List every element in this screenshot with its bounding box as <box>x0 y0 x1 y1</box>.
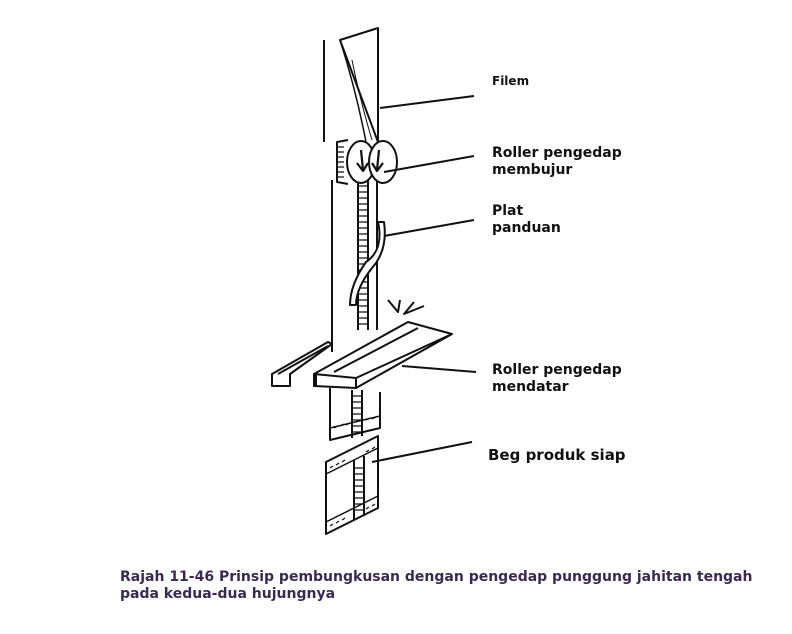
guide-plate <box>349 221 386 306</box>
label-guide-plate-line2: panduan <box>492 220 561 236</box>
caption-line1: Rajah 11-46 Prinsip pembungkusan dengan … <box>120 569 753 585</box>
horizontal-sealing-roller <box>271 299 453 389</box>
label-vertical-roller-line2: membujur <box>492 162 573 178</box>
label-film: Filem <box>492 74 530 88</box>
figure-caption: Rajah 11-46 Prinsip pembungkusan dengan … <box>120 569 760 603</box>
film-roll <box>323 27 379 143</box>
label-vertical-roller-line1: Roller pengedap <box>492 145 622 161</box>
label-finished-bag: Beg produk siap <box>488 446 626 464</box>
label-guide-plate-line1: Plat <box>492 203 524 219</box>
leader-lines <box>371 95 477 463</box>
label-guide-plate: Plat panduan <box>492 203 561 237</box>
bag-being-formed <box>329 388 381 441</box>
label-horizontal-roller: Roller pengedap mendatar <box>492 362 622 396</box>
vertical-sealing-roller <box>336 139 398 185</box>
caption-line2: pada kedua-dua hujungnya <box>120 586 336 602</box>
label-vertical-roller: Roller pengedap membujur <box>492 145 622 179</box>
label-horizontal-roller-line2: mendatar <box>492 379 569 395</box>
finished-bag <box>325 435 379 535</box>
vertical-seam <box>357 180 369 330</box>
label-horizontal-roller-line1: Roller pengedap <box>492 362 622 378</box>
